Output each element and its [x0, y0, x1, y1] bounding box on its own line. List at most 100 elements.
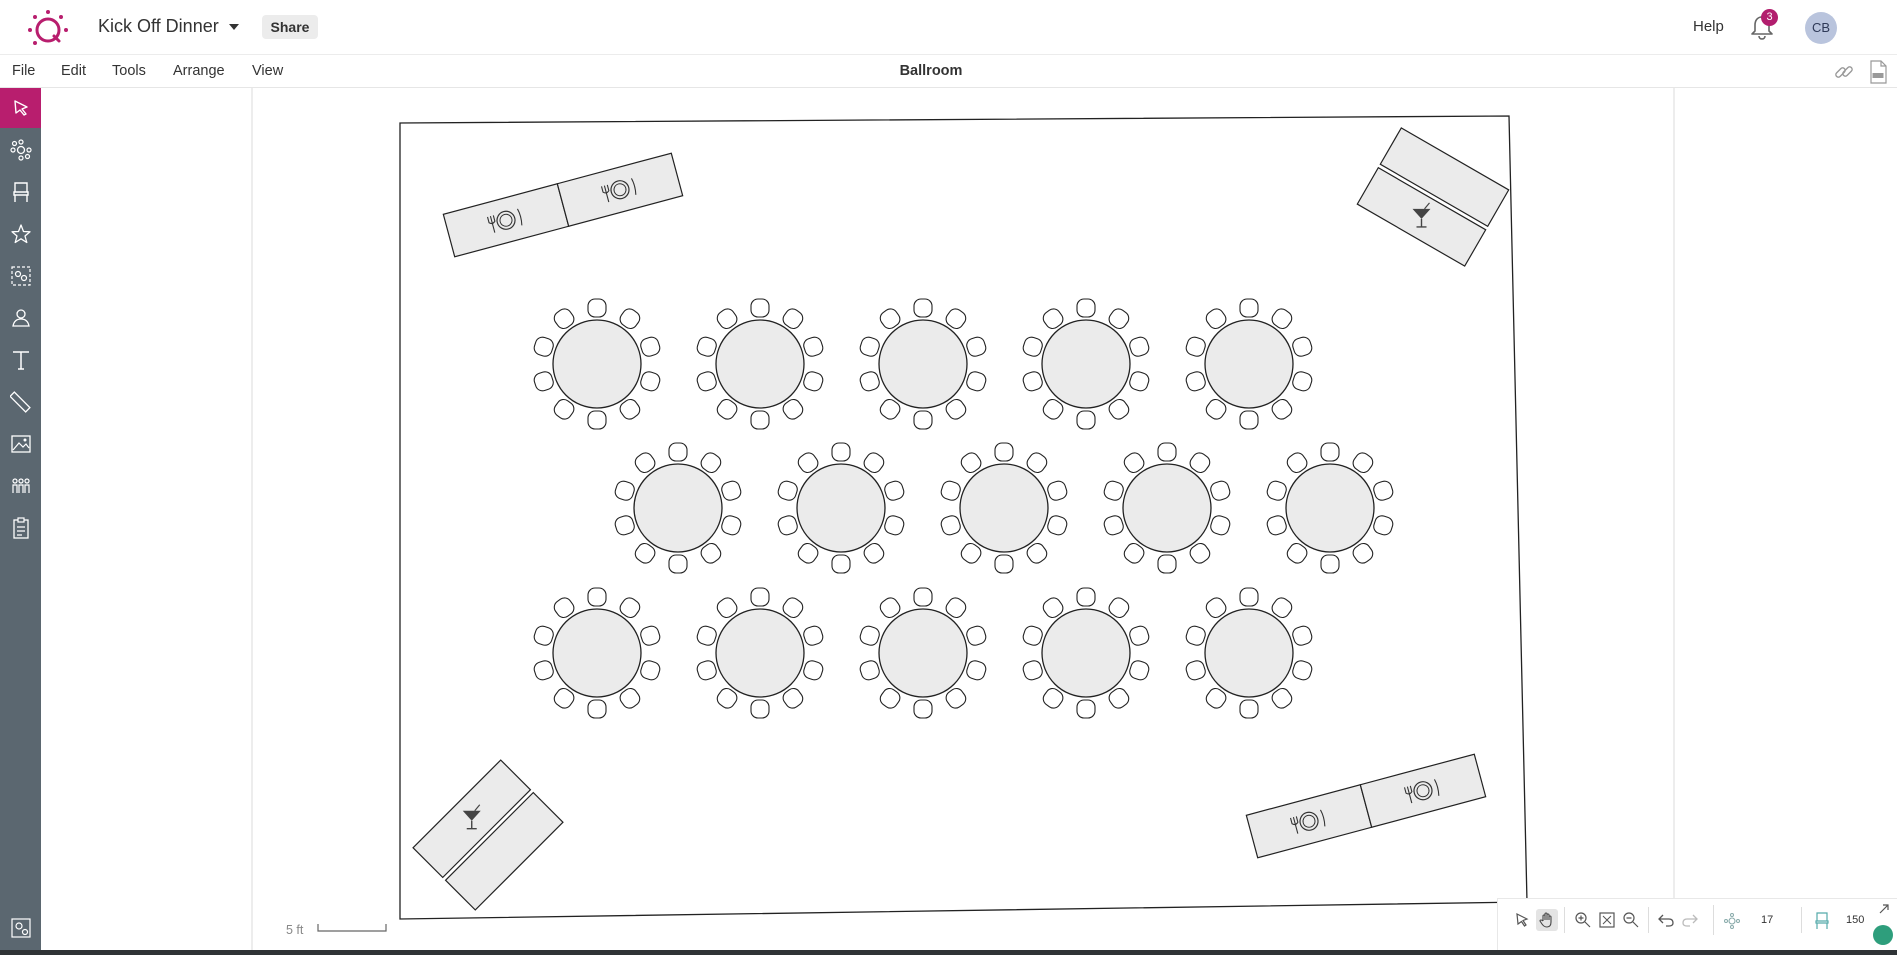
- chair[interactable]: [1265, 514, 1288, 537]
- chair[interactable]: [1128, 624, 1151, 647]
- table-top[interactable]: [1204, 608, 1294, 698]
- chair[interactable]: [776, 514, 799, 537]
- chair[interactable]: [1239, 587, 1259, 607]
- chair[interactable]: [831, 554, 851, 574]
- chair[interactable]: [750, 587, 770, 607]
- table-top[interactable]: [552, 608, 642, 698]
- table-top[interactable]: [552, 319, 642, 409]
- menu-tools[interactable]: Tools: [112, 63, 146, 79]
- chair[interactable]: [1076, 298, 1096, 318]
- chair[interactable]: [1204, 595, 1229, 620]
- chair[interactable]: [1291, 370, 1314, 393]
- chair[interactable]: [613, 479, 636, 502]
- chair[interactable]: [695, 659, 718, 682]
- chair[interactable]: [1021, 335, 1044, 358]
- redo-button[interactable]: [1679, 909, 1701, 931]
- tool-text[interactable]: [0, 340, 41, 380]
- chair[interactable]: [1128, 659, 1151, 682]
- chair[interactable]: [878, 306, 903, 331]
- tool-group-select[interactable]: [0, 256, 41, 296]
- chair[interactable]: [1046, 479, 1069, 502]
- chair[interactable]: [1106, 306, 1131, 331]
- chair[interactable]: [617, 595, 642, 620]
- chair[interactable]: [552, 306, 577, 331]
- chair[interactable]: [1320, 442, 1340, 462]
- chair[interactable]: [1076, 699, 1096, 719]
- chair[interactable]: [668, 442, 688, 462]
- select-mode-button[interactable]: [1511, 909, 1533, 931]
- chair[interactable]: [617, 306, 642, 331]
- zoom-in-button[interactable]: [1572, 909, 1594, 931]
- tool-ruler[interactable]: [0, 382, 41, 422]
- chair[interactable]: [939, 514, 962, 537]
- chair[interactable]: [994, 442, 1014, 462]
- chair[interactable]: [1184, 370, 1207, 393]
- menu-file[interactable]: File: [12, 63, 36, 79]
- chair[interactable]: [913, 410, 933, 430]
- chair[interactable]: [861, 541, 886, 566]
- chair[interactable]: [943, 397, 968, 422]
- round-table[interactable]: [695, 587, 825, 719]
- chair[interactable]: [939, 479, 962, 502]
- tool-select[interactable]: [0, 88, 41, 128]
- chair[interactable]: [1204, 686, 1229, 711]
- chair[interactable]: [994, 554, 1014, 574]
- avatar[interactable]: CB: [1805, 12, 1837, 44]
- chair[interactable]: [802, 624, 825, 647]
- chair[interactable]: [796, 450, 821, 475]
- chair[interactable]: [1320, 554, 1340, 574]
- chair[interactable]: [532, 335, 555, 358]
- tool-chair[interactable]: [0, 172, 41, 212]
- chair[interactable]: [1021, 624, 1044, 647]
- chair[interactable]: [1209, 514, 1232, 537]
- round-table[interactable]: [1102, 442, 1232, 574]
- chair[interactable]: [617, 686, 642, 711]
- chair[interactable]: [1239, 298, 1259, 318]
- chair[interactable]: [1239, 410, 1259, 430]
- tool-table-layout[interactable]: [0, 130, 41, 170]
- chair[interactable]: [613, 514, 636, 537]
- chair[interactable]: [1184, 624, 1207, 647]
- chair[interactable]: [639, 659, 662, 682]
- chair[interactable]: [796, 541, 821, 566]
- chair[interactable]: [802, 370, 825, 393]
- table-top[interactable]: [878, 608, 968, 698]
- chair[interactable]: [1041, 595, 1066, 620]
- table-top[interactable]: [959, 463, 1049, 553]
- chair[interactable]: [617, 397, 642, 422]
- tool-people[interactable]: [0, 466, 41, 506]
- chair[interactable]: [552, 397, 577, 422]
- chair[interactable]: [633, 541, 658, 566]
- table-top[interactable]: [1122, 463, 1212, 553]
- chair[interactable]: [959, 541, 984, 566]
- chair[interactable]: [780, 595, 805, 620]
- chair[interactable]: [1187, 450, 1212, 475]
- round-table[interactable]: [939, 442, 1069, 574]
- chair[interactable]: [715, 595, 740, 620]
- chair[interactable]: [1269, 686, 1294, 711]
- expand-icon[interactable]: [1878, 903, 1890, 915]
- chair[interactable]: [1128, 370, 1151, 393]
- chair[interactable]: [1041, 306, 1066, 331]
- round-table[interactable]: [695, 298, 825, 430]
- table-top[interactable]: [715, 608, 805, 698]
- round-table[interactable]: [1021, 587, 1151, 719]
- tool-settings[interactable]: [0, 908, 41, 948]
- chair[interactable]: [780, 306, 805, 331]
- chair[interactable]: [1157, 554, 1177, 574]
- chair[interactable]: [552, 686, 577, 711]
- table-top[interactable]: [1041, 319, 1131, 409]
- tool-star[interactable]: [0, 214, 41, 254]
- zoom-out-button[interactable]: [1620, 909, 1642, 931]
- chair[interactable]: [1021, 659, 1044, 682]
- table-top[interactable]: [796, 463, 886, 553]
- chair[interactable]: [639, 624, 662, 647]
- chair[interactable]: [802, 659, 825, 682]
- chair[interactable]: [1291, 659, 1314, 682]
- undo-button[interactable]: [1655, 909, 1677, 931]
- app-logo-icon[interactable]: [26, 6, 70, 50]
- help-link[interactable]: Help: [1693, 18, 1724, 35]
- chair[interactable]: [1285, 450, 1310, 475]
- table-top[interactable]: [715, 319, 805, 409]
- chair[interactable]: [1024, 450, 1049, 475]
